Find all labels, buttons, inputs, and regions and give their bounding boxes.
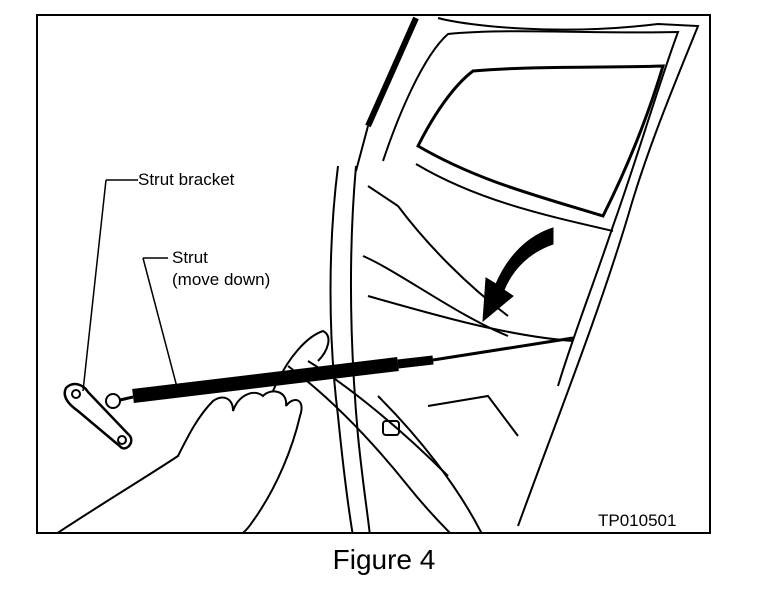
figure-caption: Figure 4 bbox=[332, 544, 436, 575]
cargo-floor bbox=[367, 295, 574, 342]
hatch-illustration bbox=[57, 16, 700, 532]
strut-bracket-shape bbox=[63, 382, 133, 450]
left-pillar bbox=[329, 165, 354, 532]
strut-bracket-label: Strut bracket bbox=[138, 170, 235, 189]
upper-strut bbox=[365, 16, 419, 128]
latch bbox=[382, 420, 400, 436]
figure-code: TP010501 bbox=[598, 511, 677, 530]
figure-frame: Strut bracket Strut (move down) TP010501 bbox=[36, 14, 711, 534]
rear-window bbox=[416, 64, 666, 218]
strut-rod bbox=[432, 336, 574, 362]
strut-collar bbox=[397, 355, 434, 369]
hatch-outline bbox=[437, 17, 700, 527]
hatch-inner-frame bbox=[382, 30, 680, 387]
bumper-sill bbox=[287, 365, 451, 532]
strut-label-line1: Strut bbox=[172, 248, 208, 267]
down-arrow bbox=[482, 227, 554, 323]
strut-label-line2: (move down) bbox=[172, 270, 271, 289]
hand bbox=[57, 390, 303, 532]
